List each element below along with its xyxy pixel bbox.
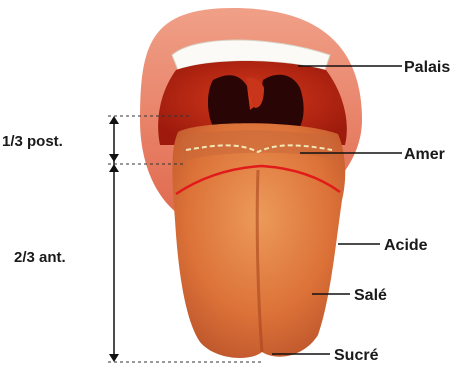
arrow-up-top <box>109 116 119 124</box>
label-amer: Amer <box>404 146 445 163</box>
label-palais: Palais <box>404 59 450 76</box>
label-acide: Acide <box>384 237 428 254</box>
label-sucre: Sucré <box>334 347 379 364</box>
label-anterior: 2/3 ant. <box>14 249 66 266</box>
arrow-down-bottom <box>109 354 119 362</box>
arrow-up-mid <box>109 164 119 172</box>
label-sale: Salé <box>354 287 387 304</box>
arrow-down-mid <box>109 154 119 162</box>
label-posterior: 1/3 post. <box>2 133 63 150</box>
